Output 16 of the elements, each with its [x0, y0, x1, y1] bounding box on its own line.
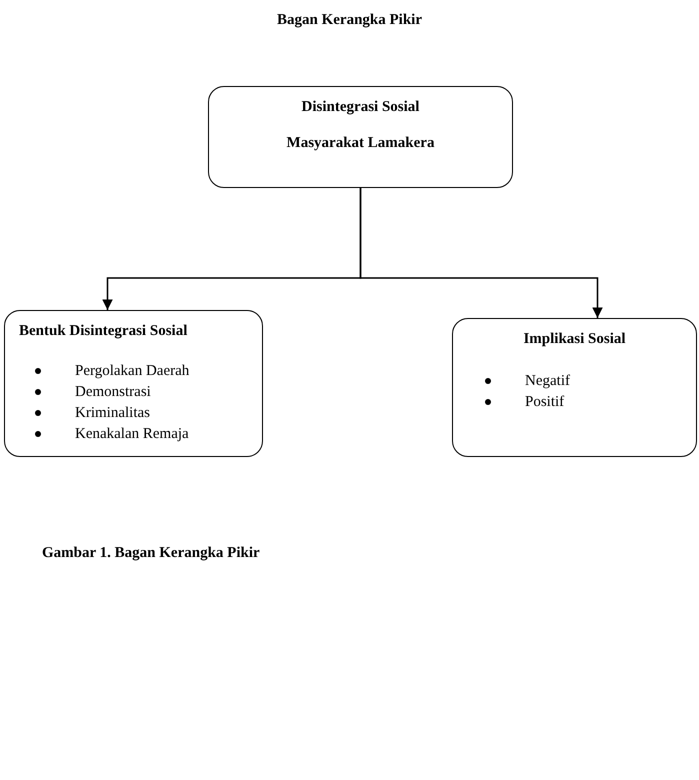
bullet-item: Kenakalan Remaja	[75, 426, 189, 442]
box-heading: Implikasi Sosial	[522, 331, 627, 348]
rounded-box	[452, 318, 697, 457]
arrow	[360, 188, 603, 318]
bullet-item: Negatif	[525, 373, 570, 389]
figure-caption: Gambar 1. Bagan Kerangka Pikir	[42, 545, 260, 562]
diagram-title: Bagan Kerangka Pikir	[276, 12, 423, 29]
bullet-item: Demonstrasi	[75, 384, 151, 400]
box-heading: Bentuk Disintegrasi Sosial	[19, 323, 188, 340]
box-text: Disintegrasi Sosial	[300, 99, 420, 116]
rounded-box	[4, 310, 263, 457]
bullet-item: Kriminalitas	[75, 405, 150, 421]
bullet-item: Pergolakan Daerah	[75, 363, 190, 379]
bullet-item: Positif	[525, 394, 564, 410]
box-text: Masyarakat Lamakera	[286, 135, 436, 152]
rounded-box	[208, 86, 513, 188]
